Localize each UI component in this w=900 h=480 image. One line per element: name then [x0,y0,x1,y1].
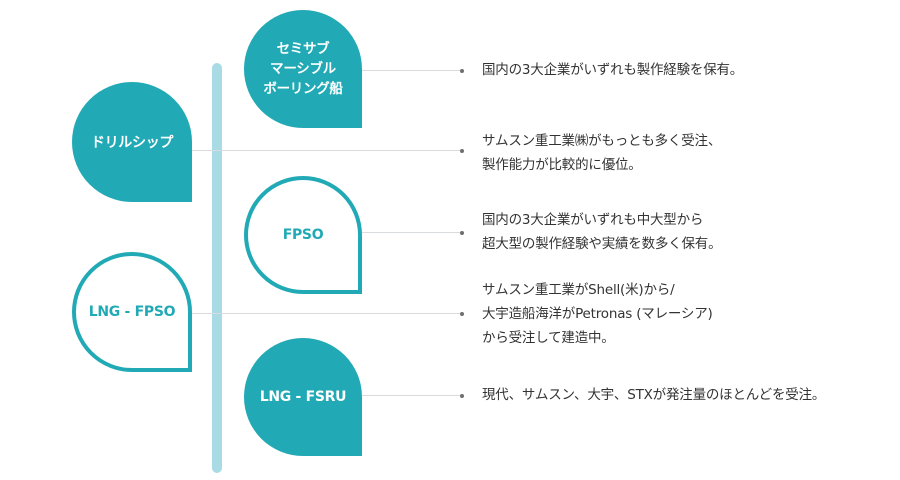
connector-line [360,232,460,233]
description-text: 国内の3大企業がいずれも製作経験を保有。 [482,62,744,78]
type-label: セミサブ マーシブル ボーリング船 [263,41,343,97]
category-label: ドリルシップ [90,135,174,151]
timeline-spine [212,63,222,473]
description-text: 現代、サムスン、大宇、STXが発注量のほとんどを受注。 [482,387,826,403]
bullet-dot [460,394,464,398]
description-text: サムスン重工業がShell(米)から/ 大宇造船海洋がPetronas (マレー… [482,282,713,346]
connector-line [360,395,460,396]
type-bubble-semisub: セミサブ マーシブル ボーリング船 [244,10,362,128]
category-bubble-lng-fpso: LNG - FPSO [72,252,192,372]
bullet-dot [460,149,464,153]
bullet-dot [460,69,464,73]
type-bubble-fpso: FPSO [244,176,362,294]
connector-line [360,70,460,71]
category-label: LNG - FPSO [88,304,176,320]
connector-line [192,313,460,314]
description-text: サムスン重工業㈱がもっとも多く受注、 製作能力が比較的に優位。 [482,133,722,173]
type-label: LNG - FSRU [259,389,347,405]
connector-line [192,150,460,151]
bullet-dot [460,312,464,316]
description-text: 国内の3大企業がいずれも中大型から 超大型の製作経験や実績を数多く保有。 [482,212,722,252]
type-label: FPSO [282,227,324,243]
bullet-dot [460,231,464,235]
category-bubble-drillship: ドリルシップ [72,82,192,202]
type-bubble-lng-fsru: LNG - FSRU [244,338,362,456]
